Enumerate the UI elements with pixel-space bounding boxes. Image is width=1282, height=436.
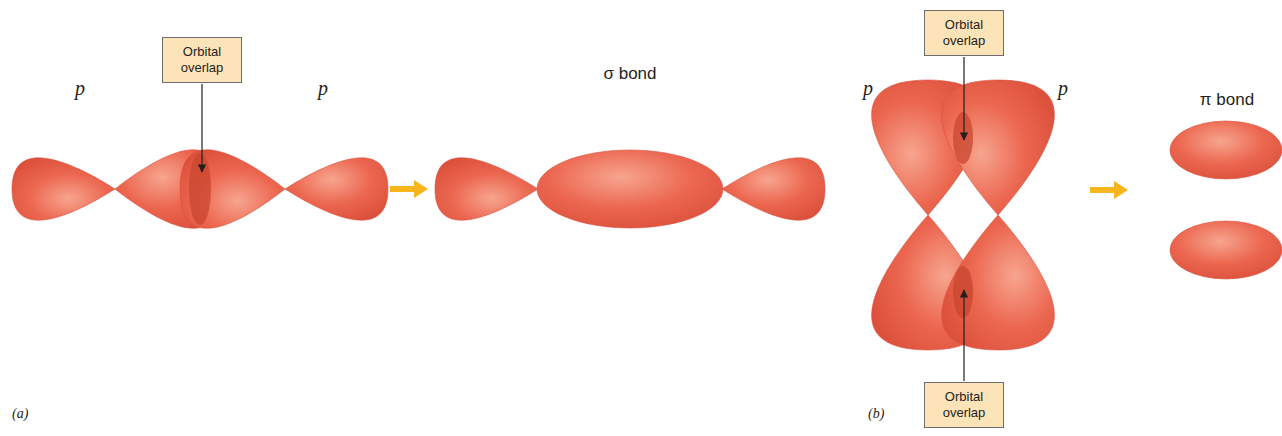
panel-label: (b) [868, 406, 884, 422]
orbital-label: p [318, 77, 328, 100]
overlap-region [953, 266, 973, 318]
leader-arrow [963, 290, 964, 381]
p-orbital-lobe [942, 215, 1055, 350]
p-orbital-lobe [722, 158, 825, 220]
callout-box: Orbital overlap [924, 10, 1004, 56]
overlap-region [953, 112, 973, 164]
bond-label: σ bond [603, 64, 656, 84]
orbital-label: p [75, 77, 85, 100]
callout-box: Orbital overlap [162, 37, 242, 83]
callout-box: Orbital overlap [924, 382, 1004, 428]
callout-text: Orbital overlap [933, 17, 995, 49]
leader-arrow [201, 84, 202, 172]
callout-text: Orbital overlap [171, 44, 233, 76]
orbital-label: p [863, 77, 873, 100]
p-orbital-lobe [12, 158, 115, 220]
p-orbital-lobe [115, 150, 220, 229]
panel-label: (a) [12, 406, 28, 422]
bond-orbital [537, 150, 723, 228]
p-orbital-lobe [180, 150, 285, 229]
overlap-region [189, 153, 211, 225]
bond-orbital [1170, 221, 1282, 279]
reaction-arrow [390, 180, 428, 198]
orbital-label: p [1058, 77, 1068, 100]
p-orbital-lobe [942, 80, 1055, 215]
reaction-arrow [1090, 181, 1128, 199]
p-orbital-lobe [435, 158, 538, 220]
bond-label: π bond [1200, 90, 1254, 110]
callout-text: Orbital overlap [933, 389, 995, 421]
leader-arrow [963, 57, 964, 140]
bond-orbital [1170, 121, 1282, 179]
p-orbital-lobe [285, 158, 388, 220]
